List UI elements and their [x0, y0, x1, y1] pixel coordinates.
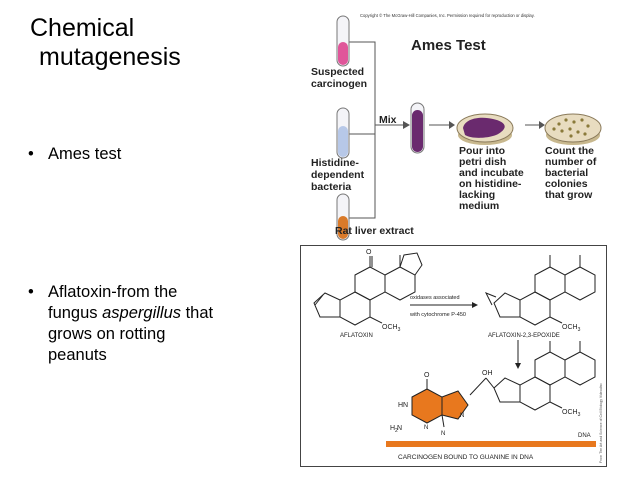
suspected-label: Suspected	[311, 66, 364, 78]
count-label-5: that grow	[545, 189, 593, 201]
bullet-marker: •	[28, 283, 34, 301]
dna-strand	[386, 441, 596, 447]
oh-label: OH	[482, 370, 493, 377]
bullet-marker: •	[28, 145, 34, 163]
aflatoxin-label: AFLATOXIN	[340, 333, 373, 339]
bullet-text: Aflatoxin-from the fungus aspergillus th…	[48, 282, 218, 366]
n-label-2: N	[441, 431, 445, 437]
title-line-2: mutagenesis	[39, 43, 181, 71]
rat-liver-label: Rat liver extract	[335, 225, 414, 237]
copyright-text: Copyright © The McGraw-Hill Companies, I…	[360, 13, 535, 18]
histidine-label-2: dependent	[311, 169, 365, 181]
bound-product-structure	[469, 341, 596, 411]
pour-label-4: on histidine-	[459, 178, 522, 190]
och3-sub: 3	[578, 412, 581, 418]
och3-label-product: OCH3	[562, 409, 581, 418]
hn-label: HN	[398, 402, 408, 409]
enzyme-arrow-icon	[472, 302, 478, 308]
h2n-main: H N	[390, 425, 402, 432]
aflatoxin-structure	[313, 252, 423, 326]
slide-title: Chemical mutagenesis	[30, 14, 181, 72]
guanine-base-icon	[411, 379, 469, 428]
h2n-label: H N	[390, 425, 402, 432]
o-label-guanine: O	[424, 372, 430, 379]
och3-sub: 3	[398, 327, 401, 333]
figure-caption: CARCINOGEN BOUND TO GUANINE IN DNA	[398, 454, 534, 461]
count-label-2: number of	[545, 156, 597, 168]
epoxide-label: AFLATOXIN-2,3-EPOXIDE	[488, 333, 560, 339]
petri-dish-incubate-icon	[456, 113, 514, 145]
title-line-1: Chemical	[30, 14, 135, 42]
och3-label: OCH3	[382, 324, 401, 333]
bacteria-tube-icon	[336, 107, 350, 159]
mixed-tube-icon	[410, 102, 425, 154]
h2n-sub: 2	[395, 428, 398, 434]
pour-label-2: petri dish	[459, 156, 506, 168]
carcinogen-tube-icon	[336, 15, 350, 67]
pour-label-6: medium	[459, 200, 499, 212]
histidine-label-1: Histidine-	[311, 157, 359, 169]
petri-dish-colonies-icon	[544, 113, 602, 145]
enzyme-label-1: oxidases associated	[410, 295, 460, 301]
pour-label-1: Pour into	[459, 145, 505, 157]
epoxide-structure	[484, 255, 596, 326]
count-arrow-icon	[539, 121, 545, 129]
bullet-text-italic: aspergillus	[102, 304, 181, 322]
ames-test-figure: Copyright © The McGraw-Hill Companies, I…	[311, 13, 602, 241]
och3-sub: 3	[578, 327, 581, 333]
bullet-text-part: Aflatoxin-from the fungus	[48, 283, 178, 322]
liver-extract-tube-icon	[336, 193, 350, 241]
n-label-3: N	[460, 413, 464, 419]
down-arrow-icon	[515, 363, 521, 369]
o-label: O	[366, 249, 372, 256]
count-label-3: bacterial	[545, 167, 588, 179]
pour-label-5: lacking	[459, 189, 495, 201]
count-label-4: colonies	[545, 178, 588, 190]
och3-label-epoxide: OCH3	[562, 324, 581, 333]
side-credit: From The Art and Science of Cell Biology…	[599, 383, 603, 463]
histidine-label-3: bacteria	[311, 181, 351, 193]
bullet-text-part: that grows on rotting peanuts	[48, 304, 214, 364]
bullet-text: Ames test	[48, 145, 122, 163]
carcinogen-label: carcinogen	[311, 78, 367, 90]
och3-main: OCH	[562, 324, 578, 331]
mix-label: Mix	[379, 114, 397, 126]
pour-label-3: and incubate	[459, 167, 524, 179]
connector-lines	[349, 41, 403, 219]
och3-main: OCH	[562, 409, 578, 416]
count-label-1: Count the	[545, 145, 594, 157]
dna-label: DNA	[578, 433, 591, 439]
figure-frame	[300, 245, 607, 467]
n-label-1: N	[424, 425, 428, 431]
mix-arrow-icon	[403, 121, 410, 129]
enzyme-label-2: with cytochrome P-450	[409, 312, 466, 318]
pour-arrow-icon	[449, 121, 455, 129]
och3-main: OCH	[382, 324, 398, 331]
ames-title: Ames Test	[411, 37, 486, 54]
aflatoxin-figure: O OCH3 AFLATOXIN oxidases associated wit…	[300, 245, 607, 467]
